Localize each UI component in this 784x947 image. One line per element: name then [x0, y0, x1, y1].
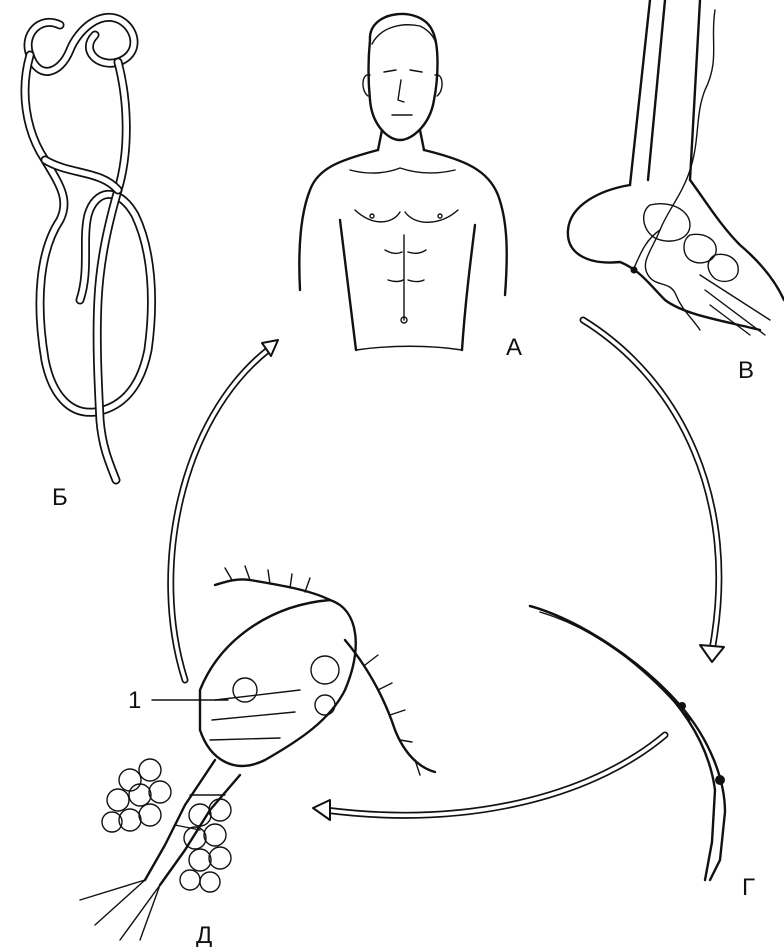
copepod [80, 566, 435, 940]
larva [530, 606, 725, 880]
label-pointer: 1 [128, 687, 141, 714]
arrow-larva-to-copepod [313, 735, 665, 820]
label-human: А [506, 334, 522, 361]
arrow-copepod-to-human [171, 340, 278, 680]
label-copepod: Д [196, 922, 212, 947]
label-larva: Г [742, 874, 755, 901]
arrow-human-to-larva [583, 320, 724, 662]
human-figure [299, 14, 506, 350]
leg-with-worm [568, 0, 784, 335]
label-leg: В [738, 357, 754, 384]
label-adult-worm: Б [52, 484, 68, 511]
adult-worm [25, 17, 152, 480]
